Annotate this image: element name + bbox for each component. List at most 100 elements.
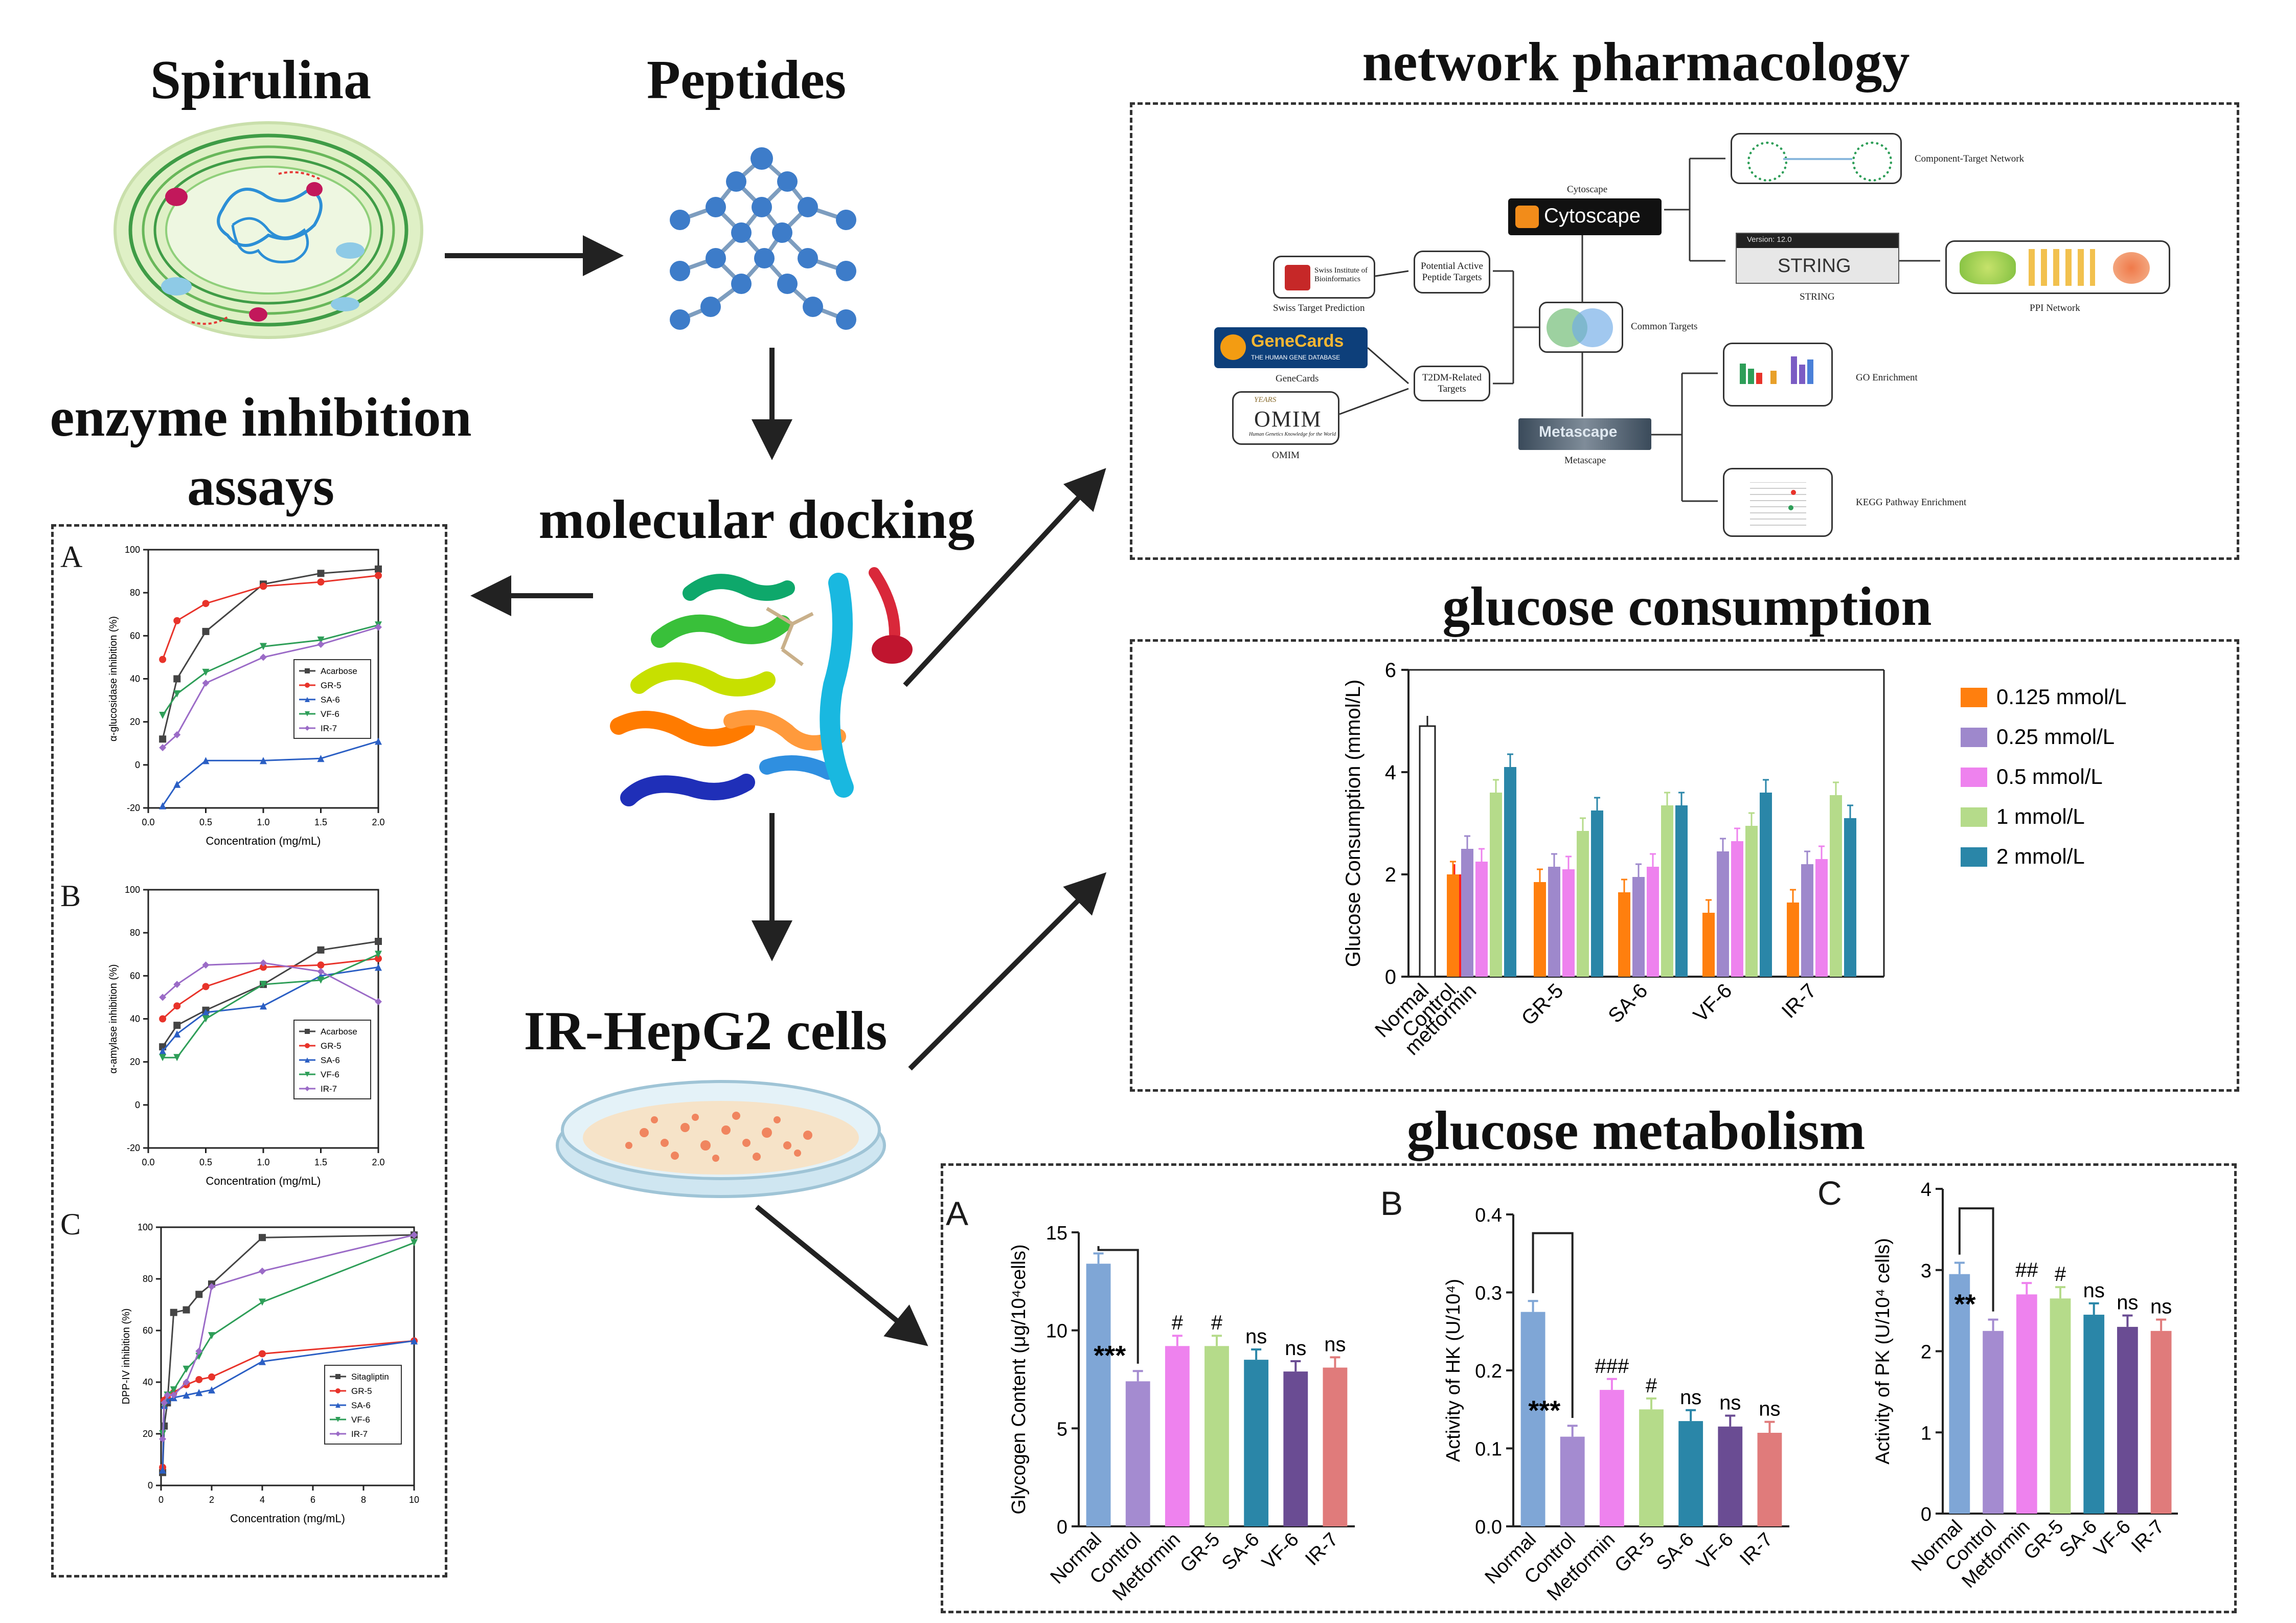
legend-label: 0.125 mmol/L xyxy=(1996,685,2126,709)
x-tick-label: VF-6 xyxy=(2090,1516,2135,1561)
data-point xyxy=(375,623,382,631)
title-assays: assays xyxy=(187,456,335,517)
y-tick-label: 0 xyxy=(1921,1504,1931,1525)
significance-label: ns xyxy=(1719,1391,1741,1414)
bar xyxy=(1447,874,1459,977)
panel-letter-b-metab: B xyxy=(1380,1184,1403,1222)
panel-letter-c-enzyme: C xyxy=(60,1207,81,1241)
y-tick-label: 0.0 xyxy=(1475,1517,1502,1538)
legend-marker xyxy=(305,683,310,688)
data-point xyxy=(259,1350,266,1358)
series-line xyxy=(162,568,379,739)
legend-marker xyxy=(335,1403,340,1408)
kegg-caption: KEGG Pathway Enrichment xyxy=(1856,497,1967,508)
data-point xyxy=(411,1239,418,1247)
data-point xyxy=(183,1365,190,1373)
data-point xyxy=(375,955,382,962)
bar xyxy=(1504,767,1516,977)
legend-label: SA-6 xyxy=(321,1055,340,1065)
bar xyxy=(1165,1346,1190,1526)
potential-targets-box: Potential Active Peptide Targets xyxy=(1414,251,1490,294)
x-tick-label: GR-5 xyxy=(1517,979,1568,1030)
significance-label: ns xyxy=(1759,1398,1780,1421)
legend-label: VF-6 xyxy=(321,709,339,719)
data-point xyxy=(195,1291,203,1298)
bar xyxy=(1801,864,1813,977)
significance-label: ## xyxy=(2015,1259,2038,1281)
legend-label: GR-5 xyxy=(351,1386,372,1396)
x-tick-label: SA-6 xyxy=(1652,1529,1698,1574)
cytoscape-caption: Cytoscape xyxy=(1567,184,1608,195)
data-point xyxy=(170,1386,177,1394)
significance-label: # xyxy=(1211,1312,1223,1334)
y-tick-label: 6 xyxy=(1385,659,1396,682)
venn-right-circle xyxy=(1572,308,1613,347)
data-point xyxy=(208,1332,215,1340)
x-tick-label: 0.0 xyxy=(142,817,154,827)
go-box xyxy=(1723,343,1833,407)
x-tick-label: 1.0 xyxy=(257,1157,269,1167)
data-point xyxy=(317,578,325,586)
y-tick-label: 60 xyxy=(130,971,140,981)
data-point xyxy=(260,653,267,661)
data-point xyxy=(317,961,325,969)
x-tick-label: SA-6 xyxy=(2056,1516,2101,1562)
bar-normal xyxy=(1419,725,1436,978)
y-tick-label: 40 xyxy=(130,674,140,684)
bar xyxy=(1283,1371,1308,1526)
genecards-logo: GeneCards THE HUMAN GENE DATABASE xyxy=(1214,327,1368,368)
data-point xyxy=(375,951,382,958)
legend-marker xyxy=(335,1388,340,1393)
x-tick-label: 0.0 xyxy=(142,1157,154,1167)
data-point xyxy=(159,1015,167,1023)
data-point xyxy=(202,600,210,607)
significance-bracket xyxy=(1532,1232,1574,1418)
data-point xyxy=(375,565,382,573)
data-point xyxy=(260,582,267,590)
significance-label: ns xyxy=(1285,1337,1306,1360)
x-tick-label: 0.5 xyxy=(199,817,212,827)
string-logo: Version: 12.0 STRING xyxy=(1736,233,1899,284)
legend-marker xyxy=(305,711,310,716)
significance-label: ns xyxy=(2117,1292,2138,1314)
data-point xyxy=(202,983,210,990)
protein-docking-illustration xyxy=(610,567,913,806)
significance-label: # xyxy=(2055,1263,2066,1286)
legend-swatch xyxy=(1961,688,1987,707)
y-tick-label: 1 xyxy=(1921,1423,1931,1444)
x-tick-label: VF-6 xyxy=(1689,979,1736,1026)
data-point xyxy=(173,1054,181,1062)
sib-text: Swiss Institute of Bioinformatics xyxy=(1314,266,1368,283)
title-glucose-consumption: glucose consumption xyxy=(1442,576,1932,637)
legend-marker xyxy=(305,697,310,702)
x-axis-label: Concentration (mg/mL) xyxy=(206,1175,321,1187)
legend-marker xyxy=(305,668,310,673)
series-line xyxy=(162,624,379,716)
legend-swatch xyxy=(1961,847,1987,867)
y-tick-label: 5 xyxy=(1057,1418,1067,1440)
significance-label: # xyxy=(1172,1312,1184,1334)
significance-label: # xyxy=(1646,1374,1657,1397)
data-point xyxy=(259,1298,266,1306)
y-axis-label: DPP-IV inhibition (%) xyxy=(121,1309,132,1405)
data-point xyxy=(317,946,325,954)
y-tick-label: -20 xyxy=(127,1143,140,1153)
title-enzyme-inhibition: enzyme inhibition xyxy=(50,387,472,448)
data-point xyxy=(159,712,167,719)
data-point xyxy=(208,1283,215,1291)
x-tick-label: 1.0 xyxy=(257,817,269,827)
data-point xyxy=(375,572,382,579)
series-line xyxy=(162,940,379,1048)
legend-marker xyxy=(335,1431,340,1436)
data-point xyxy=(161,1399,168,1407)
bar xyxy=(1731,841,1743,977)
data-point xyxy=(208,1386,215,1394)
data-point xyxy=(202,668,210,676)
x-tick-label: 4 xyxy=(260,1495,265,1505)
legend-swatch xyxy=(1961,768,1987,787)
y-tick-label: 80 xyxy=(130,588,140,598)
y-tick-label: 0 xyxy=(135,760,140,770)
cytoscape-title: Cytoscape xyxy=(1544,205,1641,227)
significance-label: ### xyxy=(1595,1355,1629,1378)
petri-dish-illustration xyxy=(556,1080,886,1198)
